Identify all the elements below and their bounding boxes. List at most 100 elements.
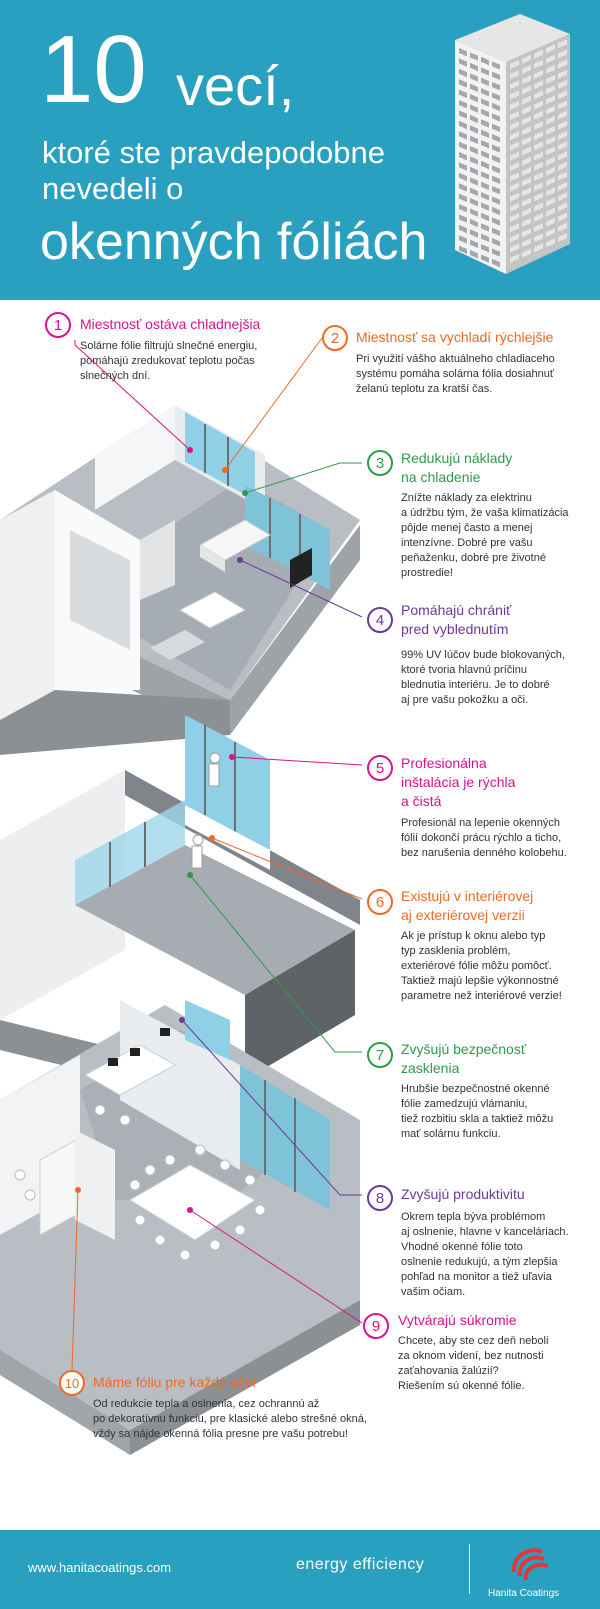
building-window <box>522 187 531 197</box>
building-window <box>558 120 567 130</box>
building-window <box>481 254 489 263</box>
building-window <box>546 238 555 248</box>
building-window <box>510 192 519 202</box>
callout-number-7: 7 <box>367 1042 393 1068</box>
building-window <box>558 171 567 181</box>
building-window <box>481 77 489 86</box>
building-window <box>534 233 543 243</box>
building-window <box>534 202 543 212</box>
building-window <box>510 100 519 110</box>
callout-number-9: 9 <box>363 1313 389 1339</box>
building-window <box>492 238 500 247</box>
building-window <box>546 105 555 115</box>
building-window <box>546 75 555 84</box>
building-window <box>510 223 519 233</box>
building-window <box>492 82 500 91</box>
building-window <box>470 73 478 82</box>
building-window <box>470 198 478 207</box>
building-window <box>534 70 543 79</box>
building-window <box>558 151 567 161</box>
building-window <box>459 245 467 254</box>
building-window <box>470 166 478 176</box>
building-window <box>470 239 478 248</box>
hanita-logo-icon <box>511 1548 549 1581</box>
building-window <box>534 172 543 181</box>
building-window <box>459 58 467 67</box>
website-link[interactable]: www.hanitacoatings.com <box>28 1560 172 1575</box>
building-window <box>522 248 531 258</box>
building-window <box>459 141 467 150</box>
building-window <box>510 202 519 212</box>
building-window <box>534 141 543 151</box>
callout-number-3: 3 <box>367 450 393 476</box>
subtitle-line-2: nevedeli o <box>42 171 184 206</box>
building-window <box>492 154 500 164</box>
building-window <box>481 171 489 180</box>
building-window <box>492 196 500 205</box>
building-window <box>522 177 531 187</box>
building-window <box>510 151 519 161</box>
callout-text-2: Pri využití vášho aktuálneho chladiaceho… <box>356 353 555 395</box>
callout-title-1: Miestnosť ostáva chladnejšia <box>80 316 261 332</box>
office-floor <box>0 1000 360 1455</box>
building-window <box>534 100 543 110</box>
building-window <box>492 92 500 101</box>
callout-number-5: 5 <box>367 755 393 781</box>
building-window <box>522 95 531 105</box>
building-window <box>510 131 519 141</box>
building-window <box>558 69 567 79</box>
building-window <box>492 102 500 112</box>
building-window <box>510 80 519 90</box>
building-window <box>534 121 543 130</box>
building-window <box>481 233 489 242</box>
footer-bar: www.hanitacoatings.com energy efficiency… <box>0 1530 600 1609</box>
callout-number-6: 6 <box>367 889 393 915</box>
building-window <box>558 182 567 191</box>
building-window <box>558 39 567 49</box>
building-window <box>534 110 543 120</box>
building-window <box>481 98 489 107</box>
building-window <box>546 217 555 227</box>
building-window <box>492 175 500 184</box>
building-window <box>470 114 478 124</box>
building-window <box>522 228 531 238</box>
building-window <box>534 59 543 69</box>
building-window <box>459 193 467 202</box>
building-window <box>522 167 531 176</box>
building-window <box>470 52 478 61</box>
building-window <box>481 192 489 201</box>
building-window <box>522 126 531 136</box>
building-window <box>534 49 543 59</box>
building-window <box>522 197 531 207</box>
building-window <box>522 85 531 95</box>
building-window <box>546 146 555 156</box>
building-window <box>522 218 531 227</box>
building-window <box>459 79 467 88</box>
callout-title-9: Vytvárajú súkromie <box>398 1312 517 1328</box>
building-window <box>481 67 489 76</box>
building-window <box>558 202 567 212</box>
building-window <box>522 156 531 166</box>
building-window <box>522 116 531 125</box>
building-window <box>522 238 531 248</box>
building-window <box>558 59 567 69</box>
building-window <box>534 151 543 161</box>
building-window <box>534 243 543 253</box>
building-window <box>470 125 478 134</box>
building-window <box>510 70 519 80</box>
building-window <box>470 94 478 103</box>
building-window <box>470 135 478 144</box>
building-window <box>481 181 489 190</box>
building-window <box>510 182 519 192</box>
building-window <box>534 223 543 232</box>
building-window <box>459 89 467 98</box>
brand-name: Hanita Coatings <box>488 1588 560 1599</box>
building-window <box>459 183 467 192</box>
building-window <box>558 222 567 232</box>
